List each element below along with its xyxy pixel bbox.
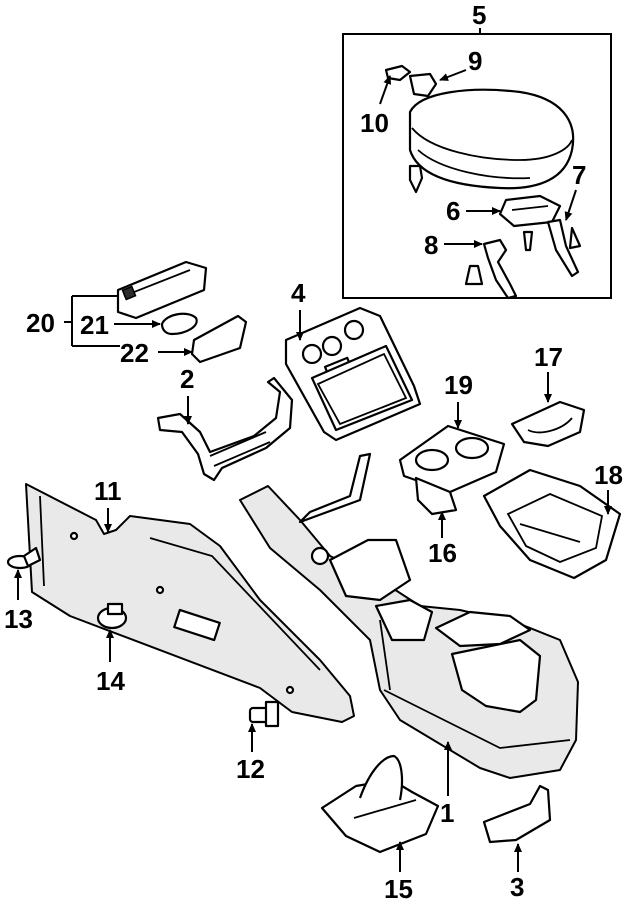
tray-17 (510, 400, 586, 448)
callout-6: 6 (446, 196, 460, 226)
bracket-2 (156, 376, 294, 482)
callout-11: 11 (94, 476, 122, 506)
bracket-8 (482, 238, 518, 300)
callout-16: 16 (428, 538, 457, 568)
callout-18: 18 (594, 460, 623, 490)
callout-17: 17 (534, 342, 563, 372)
ashtray-20 (116, 260, 208, 320)
bracket-7 (546, 218, 580, 278)
lighter-21 (160, 312, 198, 336)
armrest-lid (408, 88, 575, 190)
console-1 (239, 452, 579, 779)
callout-10: 10 (360, 108, 389, 138)
callout-22: 22 (120, 338, 149, 368)
callout-9: 9 (468, 46, 482, 76)
storage-box-18 (482, 468, 622, 580)
fastener-14 (96, 602, 128, 630)
callout-19: 19 (444, 370, 473, 400)
cupholder-19 (398, 424, 506, 516)
bezel-4 (284, 306, 422, 442)
armrest-inset-box (342, 33, 612, 299)
callout-3: 3 (510, 872, 524, 902)
callout-1: 1 (440, 798, 454, 828)
callout-7: 7 (572, 160, 586, 190)
callout-21: 21 (80, 310, 109, 340)
clip-9 (408, 72, 438, 98)
callout-2: 2 (180, 364, 194, 394)
callout-15: 15 (384, 874, 413, 904)
shift-boot-15 (320, 754, 440, 854)
cover-22 (190, 314, 248, 364)
callout-8: 8 (424, 230, 438, 260)
callout-5: 5 (472, 0, 486, 30)
callout-4: 4 (291, 278, 306, 308)
fastener-13 (6, 546, 42, 570)
callout-13: 13 (4, 604, 33, 634)
fastener-12 (248, 700, 280, 728)
callout-14: 14 (96, 666, 125, 696)
bracket-3 (482, 784, 552, 844)
callout-12: 12 (236, 754, 265, 784)
side-panel-11 (25, 483, 355, 723)
callout-20: 20 (26, 308, 55, 338)
